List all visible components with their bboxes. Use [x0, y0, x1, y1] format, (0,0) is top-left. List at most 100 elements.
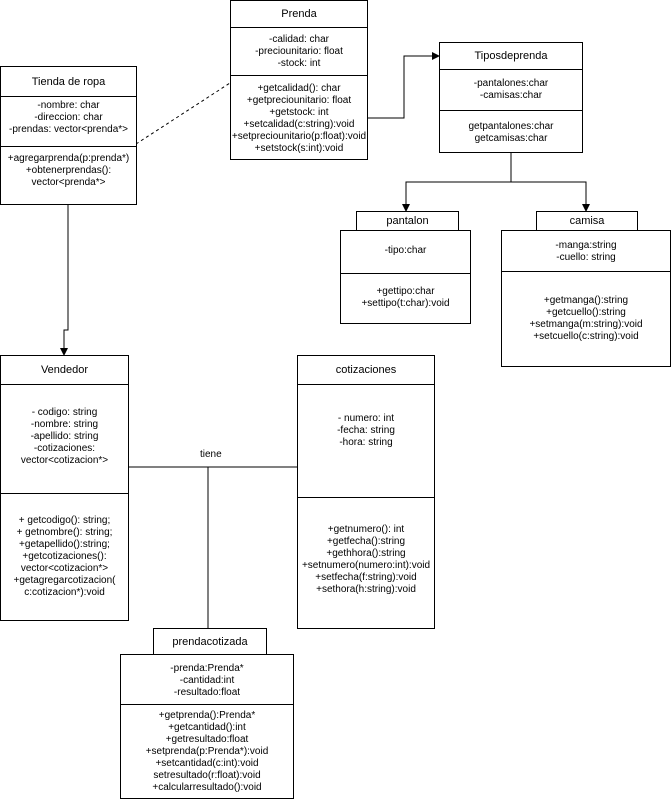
- attribute: -cantidad:int: [179, 675, 235, 686]
- tipos-pantalon-arrow: [402, 181, 511, 212]
- method: +getstock: int: [269, 107, 329, 118]
- attribute: -prenda:Prenda*: [170, 663, 244, 674]
- class-camisa[interactable]: -manga:string -cuello: string +getmanga(…: [501, 230, 671, 367]
- methods: +getmanga():string +getcuello():string +…: [502, 295, 670, 343]
- method: +agregarprenda(p:prenda*): [7, 153, 130, 164]
- method: + getnombre(): string;: [16, 527, 113, 538]
- attributes: -tipo:char: [341, 245, 470, 257]
- methods: getpantalones:char getcamisas:char: [440, 121, 582, 145]
- attribute: -nombre: char: [37, 100, 100, 111]
- attribute: -nombre: string: [30, 419, 99, 430]
- method: +setstock(s:int):void: [254, 143, 344, 154]
- method: +setnumero(numero:int):void: [301, 560, 431, 571]
- attribute: -camisas:char: [479, 90, 543, 101]
- method: vector<cotizacion*>: [20, 563, 109, 574]
- attribute: -prendas: vector<prenda*>: [9, 124, 128, 135]
- divider: [1, 493, 128, 494]
- attribute: - numero: int: [337, 413, 395, 424]
- method: +setprenda(p:Prenda*):void: [145, 746, 269, 757]
- class-tiposdeprenda[interactable]: Tiposdeprenda -pantalones:char -camisas:…: [439, 42, 583, 153]
- attributes: -nombre: char -direccion: char -prendas:…: [1, 100, 136, 136]
- divider: [231, 75, 367, 76]
- attribute: vector<cotizacion*>: [20, 455, 109, 466]
- attribute: -calidad: char: [268, 34, 330, 45]
- method: +getnumero(): int: [327, 524, 405, 535]
- method: +getpreciounitario: float: [246, 95, 352, 106]
- attribute: -cuello: string: [556, 252, 616, 263]
- method: +getcotizaciones():: [22, 551, 107, 562]
- method: +settipo(t:char):void: [361, 298, 450, 309]
- divider: [502, 271, 670, 272]
- method: +getmanga():string: [543, 295, 629, 306]
- method: +getprenda():Prenda*: [158, 710, 256, 721]
- method: +sethora(h:string):void: [316, 584, 416, 595]
- divider: [1, 146, 136, 147]
- method: setresultado(r:float):void: [153, 770, 261, 781]
- attribute: -direccion: char: [34, 112, 103, 123]
- methods: +agregarprenda(p:prenda*) +obtenerprenda…: [1, 153, 136, 189]
- methods: + getcodigo(): string; + getnombre(): st…: [1, 515, 128, 599]
- methods: +getnumero(): int +getfecha():string +ge…: [298, 524, 434, 596]
- attribute: -stock: int: [277, 58, 321, 69]
- class-title: Prenda: [231, 1, 367, 28]
- attributes: - codigo: string -nombre: string -apelli…: [1, 407, 128, 467]
- attribute: -preciounitario: float: [255, 46, 343, 57]
- attributes: - numero: int -fecha: string -hora: stri…: [298, 413, 434, 449]
- method: +getcuello():string: [546, 307, 626, 318]
- tiene-label: tiene: [200, 449, 222, 460]
- method: c:cotizacion*):void: [24, 587, 105, 598]
- method: +setfecha(f:string):void: [315, 572, 417, 583]
- attributes: -manga:string -cuello: string: [502, 240, 670, 264]
- method: +getcantidad():int: [168, 722, 246, 733]
- tienda-vendedor-arrow: [60, 204, 69, 356]
- attribute: - codigo: string: [31, 407, 98, 418]
- method: +setcuello(c:string):void: [533, 331, 639, 342]
- divider: [440, 110, 582, 111]
- method: +calcularresultado():void: [152, 782, 262, 793]
- method: vector<prenda*>: [31, 177, 106, 188]
- attribute: -hora: string: [339, 437, 393, 448]
- attributes: -calidad: char -preciounitario: float -s…: [231, 34, 367, 70]
- method: +getcalidad(): char: [257, 83, 341, 94]
- class-pantalon[interactable]: -tipo:char +gettipo:char +settipo(t:char…: [340, 230, 471, 324]
- attributes: -prenda:Prenda* -cantidad:int -resultado…: [121, 663, 293, 699]
- tipos-camisa-arrow: [511, 181, 590, 212]
- class-title: Vendedor: [1, 356, 128, 385]
- class-title-camisa: camisa: [536, 211, 638, 231]
- methods: +gettipo:char +settipo(t:char):void: [341, 286, 470, 310]
- methods: +getprenda():Prenda* +getcantidad():int …: [121, 710, 293, 794]
- class-tienda-de-ropa[interactable]: Tienda de ropa -nombre: char -direccion:…: [0, 66, 137, 205]
- divider: [298, 497, 434, 498]
- method: getpantalones:char: [468, 121, 554, 132]
- method: +getagregarcotizacion(: [13, 575, 116, 586]
- method: +getfecha():string: [326, 536, 406, 547]
- method: +setpreciounitario(p:float):void: [231, 131, 367, 142]
- class-prendacotizada[interactable]: -prenda:Prenda* -cantidad:int -resultado…: [120, 654, 294, 799]
- attribute: -tipo:char: [384, 245, 427, 256]
- method: + getcodigo(): string;: [18, 515, 111, 526]
- class-title: cotizaciones: [298, 356, 434, 385]
- prenda-tipos-arrow: [367, 52, 440, 119]
- method: +setcalidad(c:string):void: [243, 119, 355, 130]
- attribute: -resultado:float: [173, 687, 241, 698]
- method: +obtenerprendas():: [25, 165, 112, 176]
- class-vendedor[interactable]: Vendedor - codigo: string -nombre: strin…: [0, 355, 129, 621]
- attribute: -apellido: string: [30, 431, 99, 442]
- class-title-prendacotizada: prendacotizada: [153, 628, 267, 655]
- class-title: Tienda de ropa: [1, 67, 136, 97]
- divider: [121, 704, 293, 705]
- class-prenda[interactable]: Prenda -calidad: char -preciounitario: f…: [230, 0, 368, 160]
- class-cotizaciones[interactable]: cotizaciones - numero: int -fecha: strin…: [297, 355, 435, 629]
- methods: +getcalidad(): char +getpreciounitario: …: [231, 83, 367, 155]
- class-title: Tiposdeprenda: [440, 43, 582, 70]
- method: +getapellido():string;: [19, 539, 110, 550]
- divider: [341, 273, 470, 274]
- attribute: -cotizaciones:: [33, 443, 96, 454]
- attribute: -pantalones:char: [473, 78, 549, 89]
- attribute: -manga:string: [555, 240, 617, 251]
- attribute: -fecha: string: [337, 425, 395, 436]
- attributes: -pantalones:char -camisas:char: [440, 78, 582, 102]
- method: +setcantidad(c:int):void: [155, 758, 259, 769]
- method: +setmanga(m:string):void: [529, 319, 643, 330]
